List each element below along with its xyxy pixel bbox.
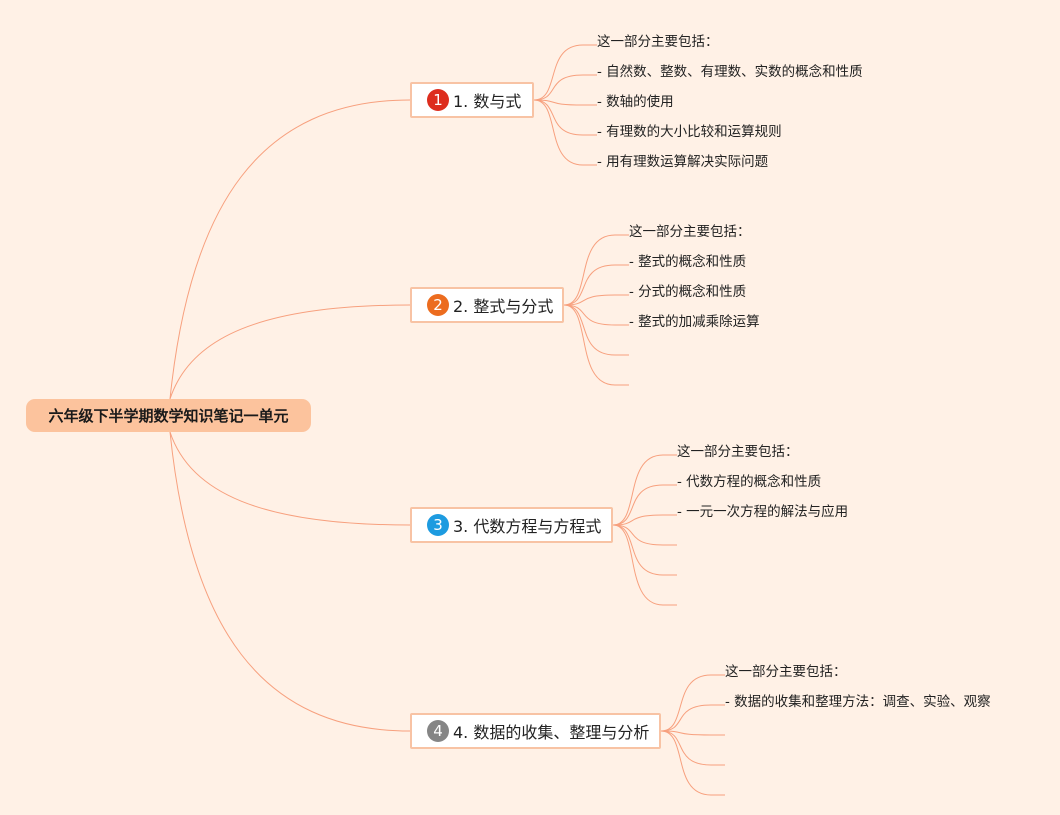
connector-line [563, 234, 629, 306]
connector-line [660, 704, 725, 732]
root-topic[interactable]: 六年级下半学期数学知识笔记一单元 [26, 399, 311, 432]
subtopic-text[interactable]: 这一部分主要包括： [597, 34, 719, 50]
subtopic-text[interactable]: - 数轴的使用 [597, 94, 674, 110]
connector-line [563, 294, 629, 306]
connector-line [563, 264, 629, 306]
subtopic-text[interactable]: - 代数方程的概念和性质 [677, 474, 822, 490]
branch-topic-3[interactable]: 3 3. 代数方程与方程式 [410, 507, 613, 543]
subtopic-text[interactable]: - 整式的加减乘除运算 [629, 314, 760, 330]
priority-2-icon: 2 [427, 294, 449, 316]
subtopic-text[interactable]: - 分式的概念和性质 [629, 284, 747, 300]
connector-line [533, 44, 597, 101]
connector-line [660, 730, 725, 766]
subtopic-text[interactable]: 这一部分主要包括： [725, 664, 847, 680]
subtopic-text[interactable]: - 数据的收集和整理方法：调查、实验、观察 [725, 694, 991, 710]
root-topic-label: 六年级下半学期数学知识笔记一单元 [48, 407, 289, 425]
connector-line [612, 484, 677, 526]
subtopic-text[interactable]: 这一部分主要包括： [677, 444, 799, 460]
branch-topic-4[interactable]: 4 4. 数据的收集、整理与分析 [410, 713, 661, 749]
connector-line [660, 730, 725, 796]
connector-line [563, 304, 629, 356]
connector-line [660, 730, 725, 736]
connector-line [533, 74, 597, 101]
subtopic-text[interactable]: - 整式的概念和性质 [629, 254, 747, 270]
connector-line [169, 431, 411, 526]
connector-line [169, 304, 411, 400]
connector-line [612, 524, 677, 576]
priority-4-icon: 4 [427, 720, 449, 742]
subtopic-text[interactable]: - 有理数的大小比较和运算规则 [597, 124, 782, 140]
connector-line [169, 431, 411, 732]
connector-line [612, 454, 677, 526]
branch-topic-2[interactable]: 2 2. 整式与分式 [410, 287, 564, 323]
connector-line [612, 524, 677, 546]
priority-3-icon: 3 [427, 514, 449, 536]
connector-line [612, 514, 677, 526]
branch-topic-label: 2. 整式与分式 [453, 297, 554, 316]
branch-topic-label: 3. 代数方程与方程式 [453, 517, 602, 536]
subtopic-text[interactable]: 这一部分主要包括： [629, 224, 751, 240]
connector-line [533, 99, 597, 136]
subtopic-text[interactable]: - 一元一次方程的解法与应用 [677, 504, 849, 520]
branch-topic-1[interactable]: 1 1. 数与式 [410, 82, 534, 118]
connector-line [533, 99, 597, 106]
connector-line [660, 674, 725, 732]
connector-line [563, 304, 629, 386]
subtopic-text[interactable]: - 自然数、整数、有理数、实数的概念和性质 [597, 64, 863, 80]
branch-topic-label: 1. 数与式 [453, 92, 522, 111]
connector-line [169, 99, 411, 400]
connector-line [612, 524, 677, 606]
subtopic-text[interactable]: - 用有理数运算解决实际问题 [597, 154, 769, 170]
priority-1-icon: 1 [427, 89, 449, 111]
connector-line [563, 304, 629, 326]
connector-line [533, 99, 597, 166]
branch-topic-label: 4. 数据的收集、整理与分析 [453, 723, 650, 742]
